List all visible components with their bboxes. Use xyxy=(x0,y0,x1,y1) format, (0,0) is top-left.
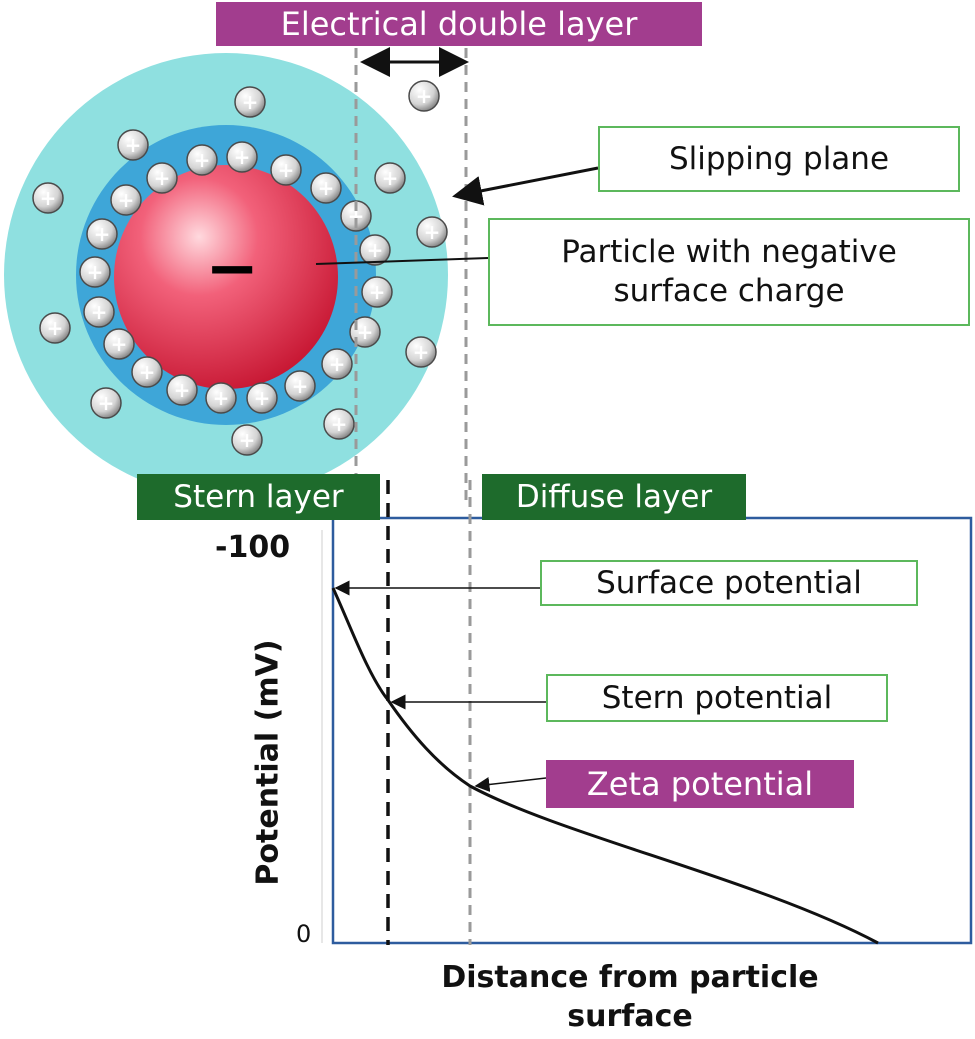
positive-ion-icon: + xyxy=(146,162,178,194)
positive-ion-icon: + xyxy=(39,312,71,344)
positive-ion-icon: + xyxy=(90,387,122,419)
y-tick-top: -100 xyxy=(215,530,291,565)
x-axis-label-line2: surface xyxy=(567,999,693,1034)
positive-ion-icon: + xyxy=(310,172,342,204)
ion-charge-sign: + xyxy=(94,222,111,246)
zeta-potential-label: Zeta potential xyxy=(546,760,854,808)
ion-charge-sign: + xyxy=(329,352,346,376)
positive-ion-icon: + xyxy=(416,216,448,248)
positive-ion-icon: + xyxy=(231,424,263,456)
potential-curve xyxy=(331,587,879,945)
ion-charge-sign: + xyxy=(234,145,251,169)
positive-ion-icon: + xyxy=(321,348,353,380)
ion-charge-sign: + xyxy=(382,166,399,190)
particle-pointer xyxy=(315,257,489,265)
ion-charge-sign: + xyxy=(239,428,256,452)
positive-ion-icon: + xyxy=(79,256,111,288)
positive-ion-icon: + xyxy=(205,382,237,414)
positive-ion-icon: + xyxy=(131,356,163,388)
ion-charge-sign: + xyxy=(40,186,57,210)
positive-ion-icon: + xyxy=(117,129,149,161)
stern-layer-label: Stern layer xyxy=(137,474,380,520)
y-axis-label: Potential (mV) xyxy=(250,639,286,886)
ion-charge-sign: + xyxy=(47,316,64,340)
particle-label: Particle with negative surface charge xyxy=(488,218,970,326)
positive-ion-icon: + xyxy=(32,182,64,214)
ion-group: +++++++++++++++++++++++++++++++ xyxy=(32,80,448,456)
ion-charge-sign: + xyxy=(139,360,156,384)
ion-charge-sign: + xyxy=(357,320,374,344)
x-axis-label-line1: Distance from particle xyxy=(441,960,819,995)
ion-charge-sign: + xyxy=(194,148,211,172)
positive-ion-icon: + xyxy=(226,141,258,173)
ion-charge-sign: + xyxy=(292,374,309,398)
ion-charge-sign: + xyxy=(91,300,108,324)
stern-potential-label: Stern potential xyxy=(546,674,888,722)
diffuse-layer-label: Diffuse layer xyxy=(482,474,746,520)
ion-charge-sign: + xyxy=(125,133,142,157)
positive-ion-icon: + xyxy=(284,370,316,402)
positive-ion-icon: + xyxy=(83,296,115,328)
ion-charge-sign: + xyxy=(154,166,171,190)
positive-ion-icon: + xyxy=(270,154,302,186)
ion-charge-sign: + xyxy=(331,412,348,436)
ion-charge-sign: + xyxy=(318,176,335,200)
positive-ion-icon: + xyxy=(374,162,406,194)
positive-ion-icon: + xyxy=(103,328,135,360)
surface-potential-label: Surface potential xyxy=(540,560,918,606)
ion-charge-sign: + xyxy=(367,238,384,262)
ion-charge-sign: + xyxy=(413,340,430,364)
particle-label-line2: surface charge xyxy=(613,273,845,309)
negative-particle-icon xyxy=(114,165,338,389)
particle-charge-sign: − xyxy=(205,232,259,306)
ion-charge-sign: + xyxy=(174,378,191,402)
ion-charge-sign: + xyxy=(348,204,365,228)
positive-ion-icon: + xyxy=(86,218,118,250)
ion-charge-sign: + xyxy=(213,386,230,410)
ion-charge-sign: + xyxy=(424,220,441,244)
positive-ion-icon: + xyxy=(186,144,218,176)
positive-ion-icon: + xyxy=(408,80,440,112)
positive-ion-icon: + xyxy=(405,336,437,368)
ion-charge-sign: + xyxy=(254,386,271,410)
electrical-double-layer-label: Electrical double layer xyxy=(216,2,702,46)
ion-charge-sign: + xyxy=(118,188,135,212)
x-axis-label: Distance from particle surface xyxy=(380,958,880,1036)
ion-charge-sign: + xyxy=(98,391,115,415)
positive-ion-icon: + xyxy=(340,200,372,232)
y-tick-bottom: 0 xyxy=(296,920,312,948)
positive-ion-icon: + xyxy=(246,382,278,414)
slipping-plane-pointer xyxy=(452,166,599,206)
ion-charge-sign: + xyxy=(416,84,433,108)
positive-ion-icon: + xyxy=(359,234,391,266)
positive-ion-icon: + xyxy=(110,184,142,216)
positive-ion-icon: + xyxy=(323,408,355,440)
positive-ion-icon: + xyxy=(166,374,198,406)
zeta-potential-arrow xyxy=(474,777,547,792)
ion-charge-sign: + xyxy=(369,280,386,304)
positive-ion-icon: + xyxy=(234,86,266,118)
ion-charge-sign: + xyxy=(242,90,259,114)
particle-label-line1: Particle with negative xyxy=(561,234,897,271)
slipping-plane-label: Slipping plane xyxy=(598,126,960,192)
positive-ion-icon: + xyxy=(361,276,393,308)
ion-charge-sign: + xyxy=(87,260,104,284)
ion-charge-sign: + xyxy=(111,332,128,356)
ion-charge-sign: + xyxy=(278,158,295,182)
